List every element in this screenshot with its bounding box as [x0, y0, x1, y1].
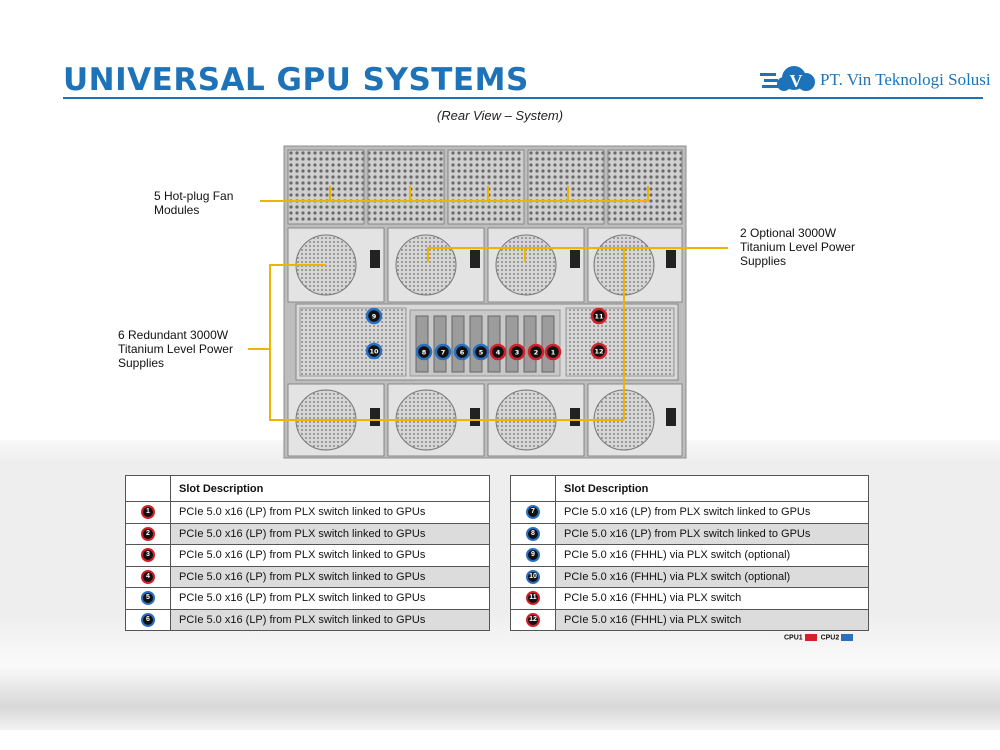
- slot-description-cell: PCIe 5.0 x16 (LP) from PLX switch linked…: [170, 587, 490, 610]
- svg-text:4: 4: [496, 349, 501, 357]
- table-header-row: Slot Description: [510, 475, 869, 502]
- chassis-slot-markers: 9 10 8 7 6 5 4 3 2 1 11 12: [365, 307, 608, 361]
- table-row: 2 PCIe 5.0 x16 (LP) from PLX switch linke…: [125, 522, 490, 545]
- svg-text:3: 3: [515, 349, 520, 357]
- fan-modules-callout: 5 Hot-plug Fan Modules: [154, 189, 233, 217]
- slot-badge: 9: [526, 548, 540, 563]
- slot-number-cell: 3: [125, 544, 171, 567]
- slot-badge: 7: [526, 505, 540, 520]
- svg-text:12: 12: [594, 348, 603, 356]
- legend-cpu1-label: CPU1: [784, 634, 803, 642]
- slot-number-cell: 1: [125, 501, 171, 524]
- callout-line: Supplies: [740, 254, 787, 268]
- svg-text:7: 7: [441, 349, 446, 357]
- callout-line: Titanium Level Power: [118, 342, 233, 356]
- slot-description-cell: PCIe 5.0 x16 (LP) from PLX switch linked…: [555, 501, 869, 524]
- company-logo-icon: V: [760, 66, 815, 91]
- svg-text:2: 2: [534, 349, 539, 357]
- table-row: 6 PCIe 5.0 x16 (LP) from PLX switch linke…: [125, 608, 490, 631]
- table-row: 8 PCIe 5.0 x16 (LP) from PLX switch linke…: [510, 522, 869, 545]
- table-header-row: Slot Description: [125, 475, 490, 502]
- table-row: 1 PCIe 5.0 x16 (LP) from PLX switch linke…: [125, 501, 490, 524]
- callout-line: 6 Redundant 3000W: [118, 328, 229, 342]
- slot-badge: 10: [526, 569, 540, 584]
- slot-description-cell: PCIe 5.0 x16 (LP) from PLX switch linked…: [170, 501, 490, 524]
- slot-number-cell: 6: [125, 608, 171, 631]
- slot-description-cell: PCIe 5.0 x16 (LP) from PLX switch linked…: [170, 565, 490, 588]
- slot-description-cell: PCIe 5.0 x16 (FHHL) via PLX switch (opti…: [555, 565, 869, 588]
- slot-number-cell: 4: [125, 565, 171, 588]
- slot-description-cell: PCIe 5.0 x16 (LP) from PLX switch linked…: [170, 544, 490, 567]
- table-row: 3 PCIe 5.0 x16 (LP) from PLX switch linke…: [125, 544, 490, 567]
- slot-badge: 2: [141, 526, 155, 541]
- svg-text:5: 5: [479, 349, 484, 357]
- legend-cpu2-swatch: [841, 634, 854, 641]
- table-header-empty: [510, 475, 556, 502]
- svg-text:11: 11: [594, 313, 604, 321]
- slot-description-cell: PCIe 5.0 x16 (FHHL) via PLX switch: [555, 587, 869, 610]
- page-title: UNIVERSAL GPU SYSTEMS: [63, 62, 529, 98]
- slot-badge: 12: [526, 612, 540, 627]
- slot-description-cell: PCIe 5.0 x16 (FHHL) via PLX switch (opti…: [555, 544, 869, 567]
- callout-line: 2 Optional 3000W: [740, 226, 837, 240]
- slot-number-cell: 11: [510, 587, 556, 610]
- callout-line: Supplies: [118, 356, 165, 370]
- slot-badge: 4: [141, 569, 155, 584]
- slot-number-cell: 9: [510, 544, 556, 567]
- slot-number-cell: 2: [125, 522, 171, 545]
- slot-number-cell: 10: [510, 565, 556, 588]
- server-rear-view-illustration: 9 10 8 7 6 5 4 3 2 1 11 12: [248, 145, 728, 459]
- legend-cpu1-swatch: [804, 634, 817, 641]
- slot-description-cell: PCIe 5.0 x16 (FHHL) via PLX switch: [555, 608, 869, 631]
- callout-line: Modules: [154, 203, 200, 217]
- slot-number-cell: 7: [510, 501, 556, 524]
- svg-text:6: 6: [460, 349, 465, 357]
- slot-badge: 11: [526, 591, 540, 606]
- slot-number-cell: 5: [125, 587, 171, 610]
- view-caption: (Rear View – System): [436, 108, 564, 123]
- slot-badge: 3: [141, 548, 155, 563]
- table-row: 11 PCIe 5.0 x16 (FHHL) via PLX switch: [510, 587, 869, 610]
- callout-lines: [248, 186, 728, 421]
- slot-number-cell: 12: [510, 608, 556, 631]
- company-name: PT. Vin Teknologi Solusi: [820, 70, 991, 89]
- optional-psu-callout: 2 Optional 3000W Titanium Level Power Su…: [740, 226, 855, 268]
- svg-text:9: 9: [372, 313, 377, 321]
- slot-description-cell: PCIe 5.0 x16 (LP) from PLX switch linked…: [170, 522, 490, 545]
- table-row: 10 PCIe 5.0 x16 (FHHL) via PLX switch (op…: [510, 565, 869, 588]
- upper-power-supplies: [287, 227, 683, 303]
- fan-modules: [287, 149, 683, 225]
- callout-line: Titanium Level Power: [740, 240, 855, 254]
- redundant-psu-callout: 6 Redundant 3000W Titanium Level Power S…: [118, 328, 233, 370]
- slot-description-cell: PCIe 5.0 x16 (LP) from PLX switch linked…: [555, 522, 869, 545]
- table-row: 12 PCIe 5.0 x16 (FHHL) via PLX switch: [510, 608, 869, 631]
- svg-text:1: 1: [551, 349, 556, 357]
- svg-text:10: 10: [369, 348, 379, 356]
- cpu-legend: CPU1 CPU2: [784, 634, 854, 642]
- legend-cpu2-label: CPU2: [820, 634, 840, 642]
- table-header-slot-description: Slot Description: [555, 475, 869, 502]
- svg-text:V: V: [790, 71, 803, 91]
- table-row: 4 PCIe 5.0 x16 (LP) from PLX switch linke…: [125, 565, 490, 588]
- slot-badge: 8: [526, 526, 540, 541]
- slot-badge: 1: [141, 505, 155, 520]
- title-underline: [63, 97, 983, 99]
- table-row: 9 PCIe 5.0 x16 (FHHL) via PLX switch (opt…: [510, 544, 869, 567]
- callout-line: 5 Hot-plug Fan: [154, 189, 234, 203]
- table-header-empty: [125, 475, 171, 502]
- table-row: 7 PCIe 5.0 x16 (LP) from PLX switch linke…: [510, 501, 869, 524]
- table-header-slot-description: Slot Description: [170, 475, 490, 502]
- table-row: 5 PCIe 5.0 x16 (LP) from PLX switch linke…: [125, 587, 490, 610]
- slot-badge: 5: [141, 591, 155, 606]
- slot-badge: 6: [141, 612, 155, 627]
- pcie-io-section: [295, 303, 679, 381]
- slot-number-cell: 8: [510, 522, 556, 545]
- slot-description-cell: PCIe 5.0 x16 (LP) from PLX switch linked…: [170, 608, 490, 631]
- svg-text:8: 8: [422, 349, 427, 357]
